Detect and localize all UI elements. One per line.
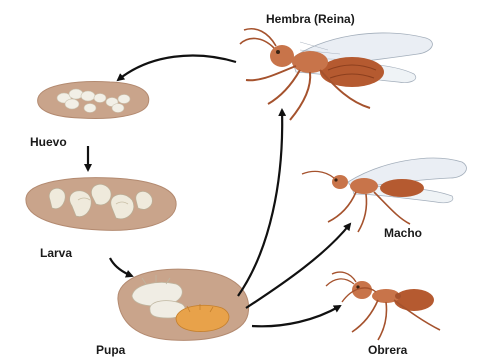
arrow-pupa-to-male — [246, 224, 350, 308]
label-worker: Obrera — [368, 343, 407, 357]
arrow-larva-to-pupa — [110, 258, 132, 276]
arrow-queen-to-egg — [118, 56, 236, 80]
male-ant-icon — [302, 158, 466, 232]
label-queen: Hembra (Reina) — [266, 12, 355, 26]
label-male: Macho — [384, 226, 422, 240]
arrow-pupa-to-worker — [252, 306, 340, 326]
label-pupa: Pupa — [96, 343, 125, 357]
queen-ant-icon — [240, 29, 432, 120]
worker-ant-icon — [326, 272, 440, 340]
label-larva: Larva — [40, 246, 72, 260]
pupa-cluster-icon — [118, 269, 249, 340]
larva-cluster-icon — [26, 178, 176, 231]
label-egg: Huevo — [30, 135, 67, 149]
arrow-pupa-to-queen — [238, 110, 282, 296]
egg-cluster-icon — [38, 82, 149, 119]
